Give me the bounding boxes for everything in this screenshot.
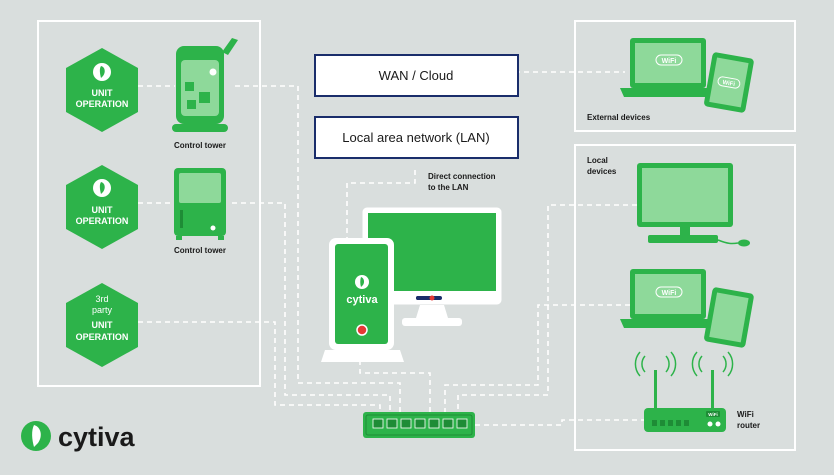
switch-port-icons — [372, 418, 468, 429]
wifi-badge: WiFi — [717, 76, 741, 89]
lan-label: Local area network (LAN) — [342, 130, 489, 145]
local-laptop[interactable]: WiFi — [620, 269, 716, 328]
record-button-icon — [356, 324, 368, 336]
mouse-icon — [738, 239, 750, 247]
tablet-brand-text: cytiva — [346, 294, 378, 306]
unit-operation-label: UNIT — [92, 320, 113, 330]
unit-operation-label: OPERATION — [76, 99, 129, 109]
control-tower-1[interactable]: Control tower — [172, 38, 238, 150]
unit-operation-label: UNIT — [92, 88, 113, 98]
external-devices-label: External devices — [587, 113, 651, 122]
local-devices-panel — [574, 144, 796, 451]
wifi-label: WiFi — [662, 58, 677, 65]
control-tower-icon — [174, 168, 226, 240]
router-antenna-left — [634, 351, 677, 410]
external-tablet[interactable]: WiFi — [703, 52, 754, 113]
wifi-badge: WiFi — [655, 54, 683, 66]
third-party-label: 3rd — [95, 294, 108, 304]
local-devices-label: devices — [587, 167, 617, 176]
central-tablet[interactable]: cytiva — [321, 238, 404, 362]
unit-operation-label: OPERATION — [76, 332, 129, 342]
wifi-router-label: WiFi — [737, 410, 754, 419]
cytiva-logo-icon — [93, 179, 111, 197]
local-devices-label: Local — [587, 156, 608, 165]
router-wifi-badge-text: WiFi — [708, 412, 717, 417]
wifi-router-label: router — [737, 421, 760, 430]
control-tower-label: Control tower — [174, 141, 226, 150]
wan-cloud-box[interactable]: WAN / Cloud — [314, 54, 519, 97]
network-switch[interactable] — [363, 412, 475, 438]
wifi-router[interactable]: WiFi — [634, 351, 734, 432]
unit-operation-2[interactable]: UNIT OPERATION — [66, 165, 138, 249]
external-laptop[interactable]: WiFi — [620, 38, 716, 97]
control-tower-2[interactable]: Control tower — [174, 168, 226, 255]
cytiva-logo-icon — [93, 63, 111, 81]
external-devices-panel — [574, 20, 796, 132]
router-wifi-badge — [706, 411, 720, 417]
lan-box[interactable]: Local area network (LAN) — [314, 116, 519, 159]
unit-operation-3rd-party[interactable]: 3rd party UNIT OPERATION — [66, 283, 138, 367]
wifi-label: WiFi — [662, 290, 677, 297]
direct-connection-label: to the LAN — [428, 183, 469, 192]
connector-lines — [138, 71, 645, 426]
local-desktop-monitor[interactable] — [637, 163, 750, 247]
direct-connection-label: Direct connection — [428, 172, 496, 181]
cytiva-brand-logo: cytiva — [21, 421, 136, 452]
unit-operation-label: UNIT — [92, 205, 113, 215]
cytiva-logo-text: cytiva — [58, 422, 136, 452]
wifi-badge: WiFi — [655, 286, 683, 298]
router-port-icons — [652, 420, 721, 427]
router-antenna-right — [691, 351, 734, 410]
tablet-stand — [321, 350, 404, 362]
local-tablet[interactable] — [703, 287, 754, 348]
mouse-cable — [717, 239, 739, 245]
third-party-label: party — [92, 305, 113, 315]
control-tower-icon — [172, 38, 238, 132]
unit-operation-1[interactable]: UNIT OPERATION — [66, 48, 138, 132]
cytiva-logo-icon — [21, 421, 51, 451]
wan-cloud-label: WAN / Cloud — [379, 68, 454, 83]
wifi-label: WiFi — [722, 80, 736, 88]
unit-operation-label: OPERATION — [76, 216, 129, 226]
control-tower-label: Control tower — [174, 246, 226, 255]
cytiva-logo-icon — [355, 275, 369, 289]
